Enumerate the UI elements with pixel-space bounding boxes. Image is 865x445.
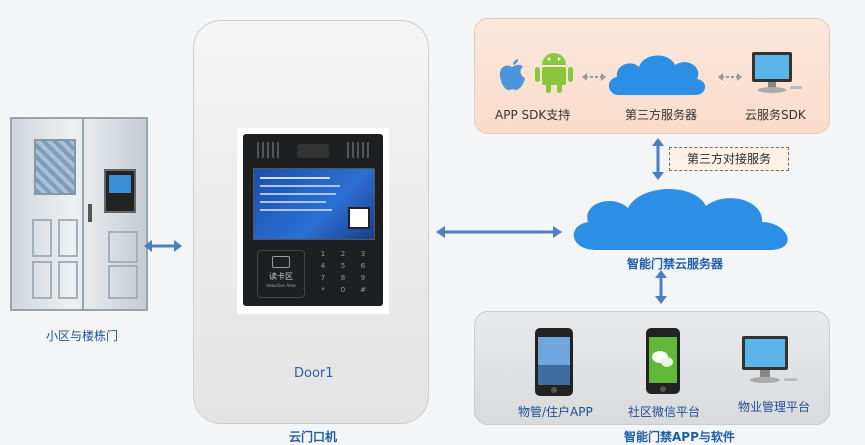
cloud-server-icon	[573, 188, 788, 250]
keypad: 1 2 3 4 5 6 7 8 9 * 0 #	[313, 250, 373, 298]
door-panel-left-top	[32, 219, 52, 257]
door-window	[34, 139, 76, 195]
door-divider	[82, 119, 84, 309]
third-party-link-label: 第三方对接服务	[669, 147, 789, 171]
door-panel-left-bottom	[32, 261, 52, 299]
speaker-grill-right	[347, 142, 369, 158]
door-label: 小区与楼栋门	[46, 329, 119, 343]
cloud-sdk-label: 云服务SDK	[745, 108, 806, 122]
property-platform-label: 物业管理平台	[738, 400, 811, 414]
apps-caption: 智能门禁APP与软件	[624, 430, 735, 444]
wechat-icon	[646, 328, 680, 394]
door-panel-left-bottom-2	[58, 261, 78, 299]
keypad-key[interactable]: 9	[360, 274, 366, 282]
keypad-key[interactable]: 4	[320, 262, 326, 270]
device-caption: 云门口机	[289, 430, 338, 444]
arrow-sdk-server	[582, 73, 606, 81]
arrow-cloud-apps	[655, 270, 667, 304]
keypad-key[interactable]: 1	[320, 250, 326, 258]
card-reader: 读卡区 Induction Area	[257, 250, 305, 298]
camera-icon	[297, 144, 329, 158]
keypad-key[interactable]: 3	[360, 250, 366, 258]
qr-code-icon	[348, 207, 370, 229]
keypad-key[interactable]: 6	[360, 262, 366, 270]
device-screen	[253, 168, 375, 240]
card-reader-icon	[272, 256, 290, 268]
speaker-grill-left	[257, 142, 279, 158]
keypad-key[interactable]: *	[321, 286, 325, 294]
arrow-server-sdk	[718, 73, 742, 81]
door-panel-right-bottom	[108, 265, 138, 299]
third-party-server-label: 第三方服务器	[625, 108, 698, 122]
door-panel-right-top	[108, 231, 138, 263]
monitor-icon	[742, 336, 797, 383]
keypad-key[interactable]: 7	[320, 274, 326, 282]
cloud-server-label: 智能门禁云服务器	[627, 257, 724, 271]
android-icon	[535, 53, 573, 93]
card-reader-label-en: Induction Area	[266, 283, 296, 288]
intercom-device: 读卡区 Induction Area 1 2 3 4 5 6 7 8 9 * 0…	[237, 128, 389, 314]
door-panel-left-top-2	[58, 219, 78, 257]
keypad-key[interactable]: 2	[340, 250, 346, 258]
apple-icon	[499, 59, 525, 91]
cloud-icon	[608, 55, 706, 95]
arrow-third-party-cloud	[652, 138, 664, 180]
keypad-key[interactable]: #	[360, 286, 366, 294]
arrow-door-device	[144, 240, 182, 252]
arrow-device-cloud	[436, 226, 562, 238]
keypad-key[interactable]: 5	[340, 262, 346, 270]
phone-icon	[535, 328, 573, 396]
property-app-label: 物管/住户APP	[518, 405, 593, 419]
monitor-icon	[752, 52, 802, 93]
door-intercom-screen	[104, 169, 136, 213]
door-handle	[88, 204, 92, 222]
device-name: Door1	[294, 366, 334, 381]
door-illustration	[10, 117, 148, 311]
keypad-key[interactable]: 0	[340, 286, 346, 294]
card-reader-label: 读卡区	[269, 272, 293, 281]
app-sdk-label: APP SDK支持	[495, 108, 571, 122]
wechat-label: 社区微信平台	[628, 405, 701, 419]
keypad-key[interactable]: 8	[340, 274, 346, 282]
